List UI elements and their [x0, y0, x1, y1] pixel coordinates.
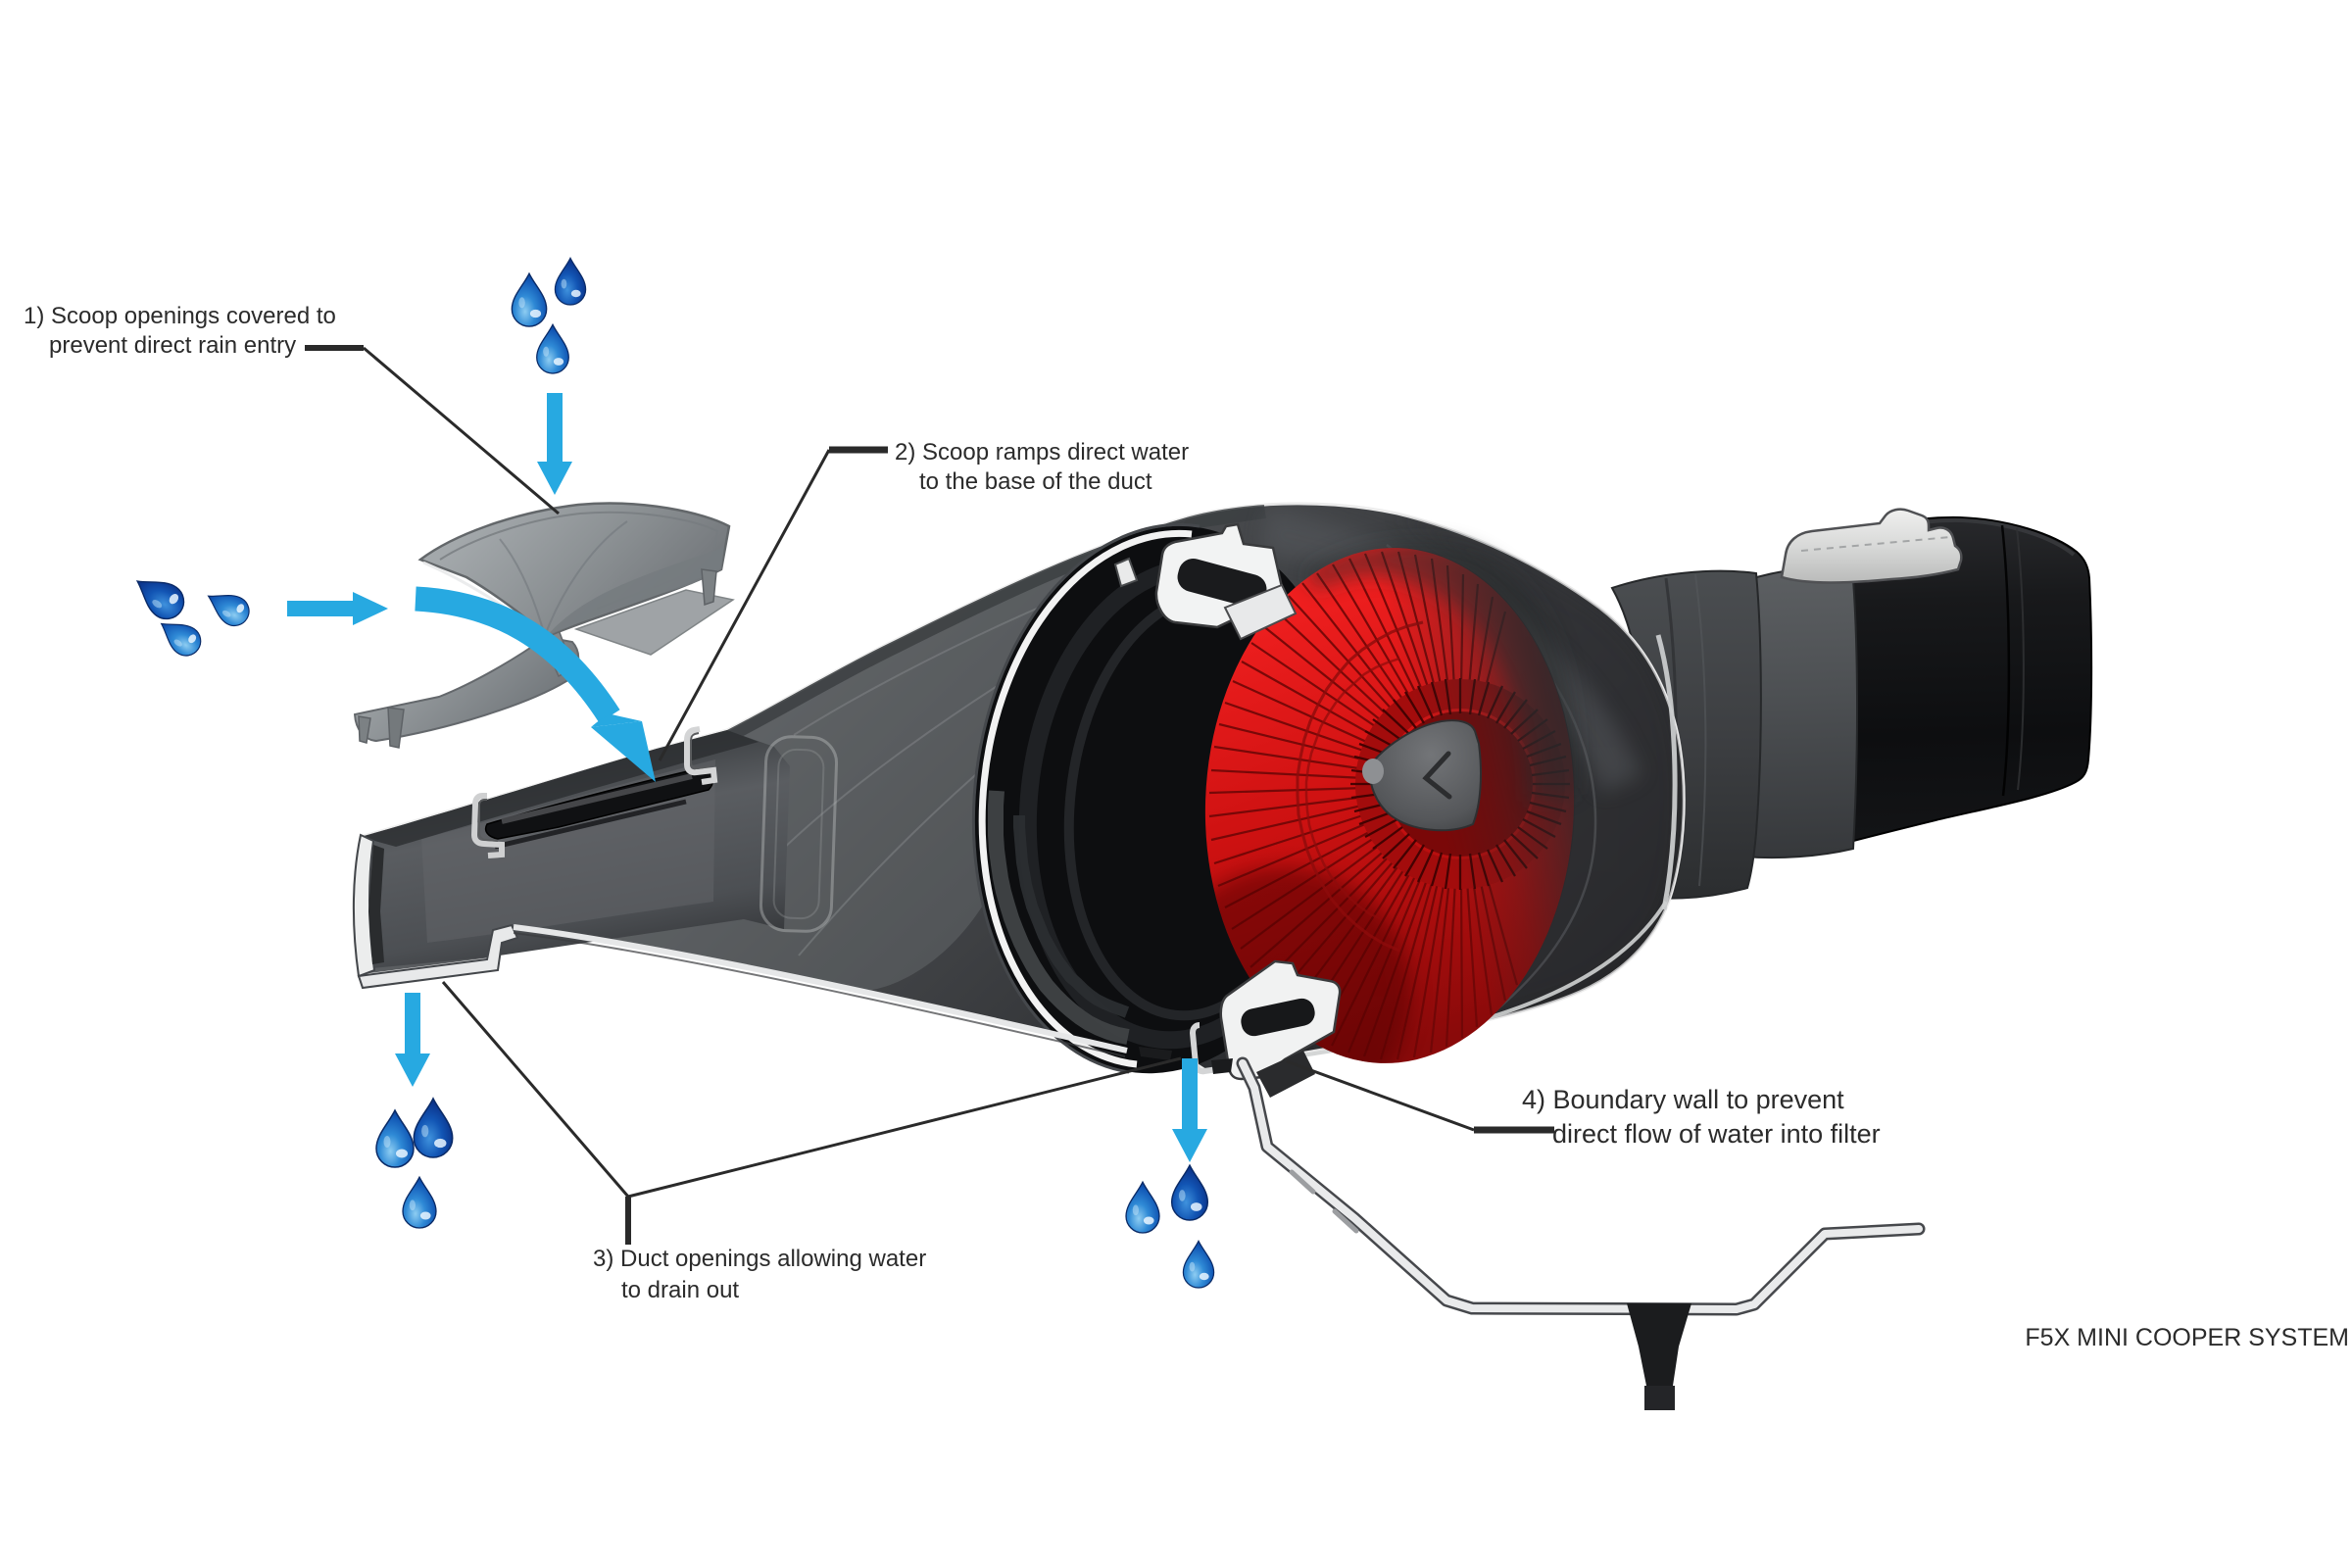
svg-text:prevent direct rain entry: prevent direct rain entry	[49, 332, 296, 359]
svg-text:to the base of the duct: to the base of the duct	[919, 468, 1152, 495]
svg-text:2) Scoop ramps direct water: 2) Scoop ramps direct water	[895, 439, 1189, 466]
svg-text:4) Boundary wall to prevent: 4) Boundary wall to prevent	[1522, 1085, 1844, 1114]
svg-text:1) Scoop openings covered to: 1) Scoop openings covered to	[24, 303, 336, 329]
svg-text:F5X MINI COOPER SYSTEM: F5X MINI COOPER SYSTEM	[2025, 1324, 2349, 1351]
svg-text:to drain out: to drain out	[621, 1277, 739, 1303]
svg-text:3) Duct openings allowing wate: 3) Duct openings allowing water	[593, 1246, 926, 1272]
svg-text:direct flow of water into filt: direct flow of water into filter	[1552, 1119, 1881, 1149]
